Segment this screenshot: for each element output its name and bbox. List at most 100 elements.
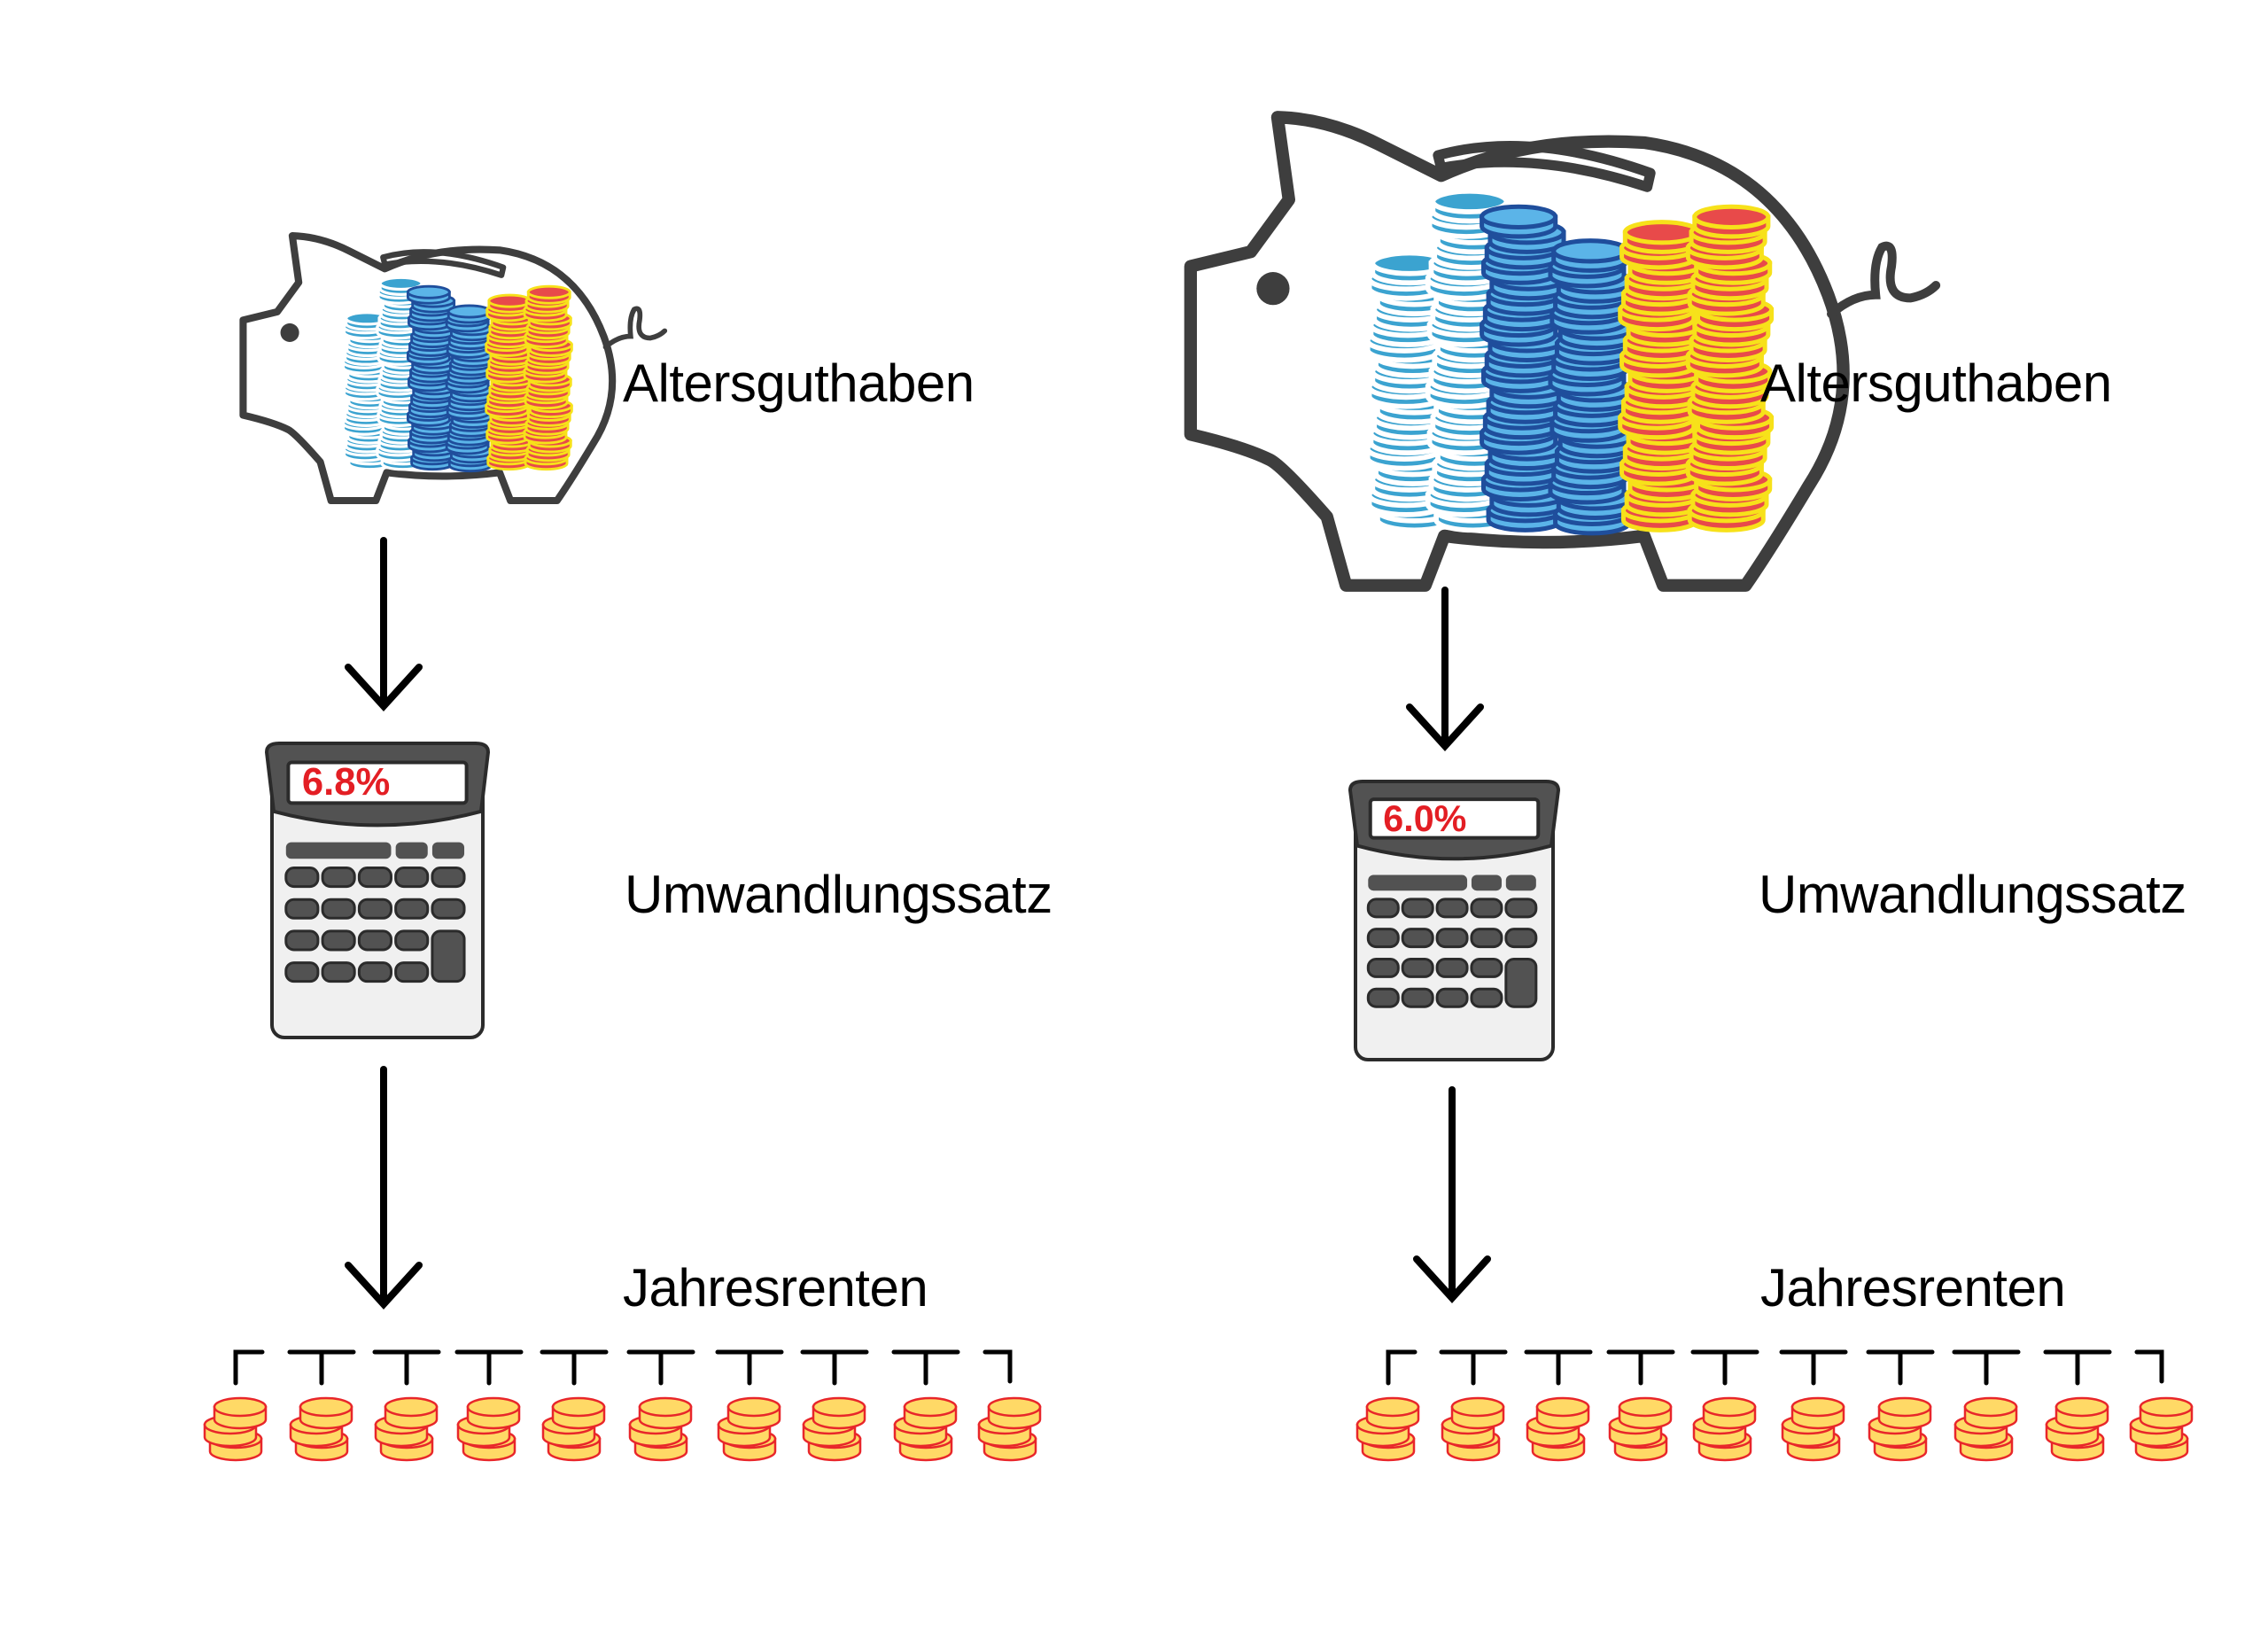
coin-stack-icon	[1441, 1396, 1505, 1462]
arrow-shape	[345, 537, 423, 711]
calculator-key	[1366, 957, 1400, 978]
calculator-key	[1504, 898, 1538, 919]
calculator-key	[1471, 874, 1502, 891]
payments-bracket	[233, 1349, 1013, 1386]
calculator-key-enter	[431, 929, 466, 983]
conversion-rate-label: Umwandlungssatz	[1759, 865, 2186, 924]
calculator-key	[1470, 928, 1503, 949]
coin-stack-icon	[1868, 1396, 1932, 1462]
coin-top	[1450, 1396, 1505, 1418]
coin-top	[299, 1396, 353, 1418]
annual-pension-label: Jahresrenten	[1760, 1258, 2066, 1317]
arrow-shape	[1413, 1086, 1491, 1303]
coin-stack-icon	[1355, 1396, 1420, 1462]
coin-top	[1963, 1396, 2018, 1418]
payments-bracket	[1386, 1349, 2164, 1386]
coin-top	[1430, 188, 1510, 214]
bracket-tick	[233, 1349, 265, 1386]
calculator-key	[321, 898, 356, 920]
calculator-key	[321, 961, 356, 983]
coin-top	[1692, 204, 1771, 229]
annual-pension-label: Jahresrenten	[623, 1258, 928, 1317]
calculator-key	[1504, 928, 1538, 949]
calculator-key	[1435, 957, 1469, 978]
coin-stack-icon	[203, 1396, 268, 1462]
coin-stack-icon	[1781, 1396, 1845, 1462]
calculator-key	[394, 867, 430, 889]
coin-top	[213, 1396, 268, 1418]
coin-top	[903, 1396, 958, 1418]
calculator-key	[395, 842, 428, 859]
piggy-eye	[1256, 272, 1290, 306]
coin-top	[2054, 1396, 2109, 1418]
calculator-key	[431, 898, 466, 920]
coin-top	[406, 284, 451, 299]
calculator-key	[357, 961, 392, 983]
calculator-display	[1368, 797, 1541, 840]
arrow-head	[1406, 703, 1484, 751]
coin-top	[1877, 1396, 1932, 1418]
arrow-head	[1413, 1255, 1491, 1303]
coin-stack-icon	[2045, 1396, 2109, 1462]
coin-top	[726, 1396, 781, 1418]
savings-label: Altersguthaben	[1760, 354, 2112, 413]
arrow-shape	[345, 1066, 423, 1310]
calculator-key	[1435, 898, 1469, 919]
coin-top	[1480, 204, 1558, 229]
calculator-key	[1470, 898, 1503, 919]
calculator-key	[1366, 928, 1400, 949]
bracket-tick	[2134, 1349, 2164, 1384]
bracket-tick	[983, 1349, 1013, 1384]
coin-stack-icon	[541, 1396, 606, 1462]
calculator-key	[321, 929, 356, 952]
calculator-icon: 6.0%	[1347, 778, 1562, 1063]
coin-stack-icon	[374, 1396, 439, 1462]
arrow-head	[345, 664, 423, 711]
coin-stack-icon	[2129, 1396, 2194, 1462]
calculator-key	[1401, 957, 1434, 978]
calculator-key	[1401, 898, 1434, 919]
calculator-key	[1505, 874, 1536, 891]
piggy-coin-slot	[380, 249, 507, 278]
calculator-key	[1470, 987, 1503, 1008]
calculator-key-enter	[1504, 957, 1538, 1008]
coin-top	[812, 1396, 866, 1418]
calculator-key	[1435, 928, 1469, 949]
calculator-key	[1366, 898, 1400, 919]
coin-stack-icon	[893, 1396, 958, 1462]
calculator-key	[431, 842, 465, 859]
coin-top	[1790, 1396, 1845, 1418]
conversion-rate-display: 6.0%	[1383, 797, 1467, 839]
piggy-coin-slot	[1433, 140, 1656, 192]
calculator-key	[1470, 957, 1503, 978]
coin-top	[551, 1396, 606, 1418]
calculator-icon: 6.8%	[263, 740, 492, 1041]
coin-stack-icon	[1953, 1396, 2018, 1462]
coin-top	[1702, 1396, 1757, 1418]
calculator-key	[394, 929, 430, 952]
calculator-key	[321, 867, 356, 889]
calculator-key	[394, 961, 430, 983]
calculator-key	[357, 898, 392, 920]
piggy-tail	[602, 306, 668, 350]
savings-coins	[1364, 188, 1775, 536]
coin-stack-icon	[802, 1396, 866, 1462]
conversion-rate-label: Umwandlungssatz	[625, 865, 1052, 924]
coin-stack-icon	[1608, 1396, 1673, 1462]
coin-top	[526, 284, 571, 299]
calculator-key	[394, 898, 430, 920]
calculator-key	[284, 961, 320, 983]
calculator-key	[357, 929, 392, 952]
calculator-key	[284, 898, 320, 920]
coin-stack-icon	[1526, 1396, 1590, 1462]
calculator-key	[431, 867, 466, 889]
calculator-key	[357, 867, 392, 889]
piggy-tail	[1827, 241, 1941, 319]
calculator-display	[286, 760, 469, 805]
